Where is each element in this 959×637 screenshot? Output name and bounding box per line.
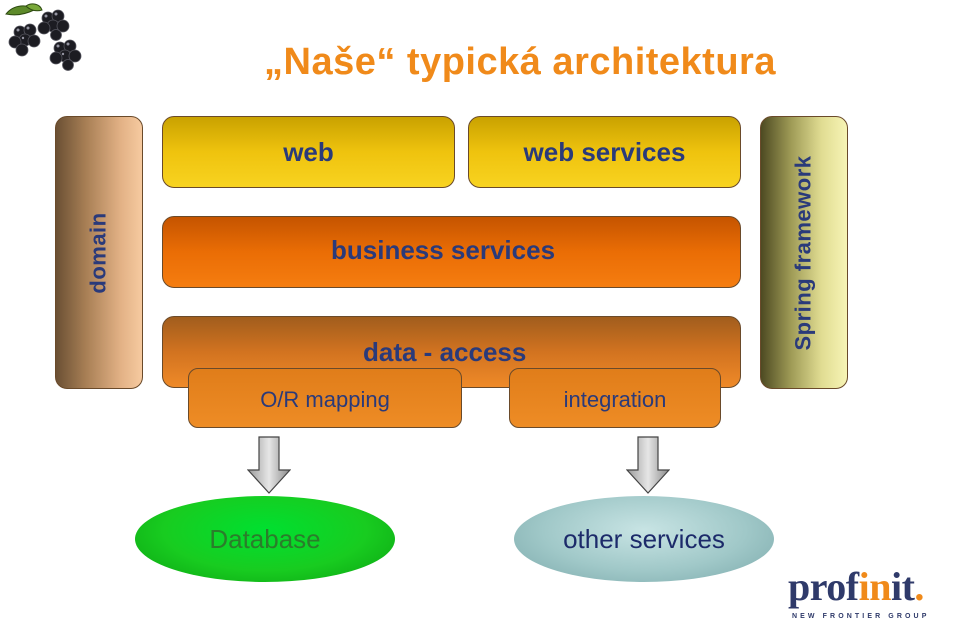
spring-framework-layer: Spring framework <box>760 116 848 389</box>
spring-framework-label: Spring framework <box>791 154 817 351</box>
business-services-label: business services <box>331 234 556 265</box>
web-layer: web <box>162 116 455 188</box>
web-label: web <box>283 137 334 167</box>
integration-label: integration <box>563 387 667 412</box>
web-services-layer: web services <box>468 116 741 188</box>
blackberry-logo-icon <box>5 3 82 71</box>
database-label: Database <box>209 523 321 554</box>
or-mapping-box: O/R mapping <box>188 368 462 428</box>
profinit-tagline: NEW FRONTIER GROUP <box>792 613 930 620</box>
data-access-label: data - access <box>363 337 527 367</box>
down-arrow-icon <box>626 436 670 494</box>
page-title: „Naše“ typická architektura <box>264 41 776 83</box>
database-node: Database <box>135 496 395 582</box>
other-services-label: other services <box>563 523 725 554</box>
web-services-label: web services <box>523 137 686 167</box>
domain-label: domain <box>85 211 111 294</box>
business-services-layer: business services <box>162 216 741 288</box>
or-mapping-label: O/R mapping <box>260 387 390 412</box>
domain-layer: domain <box>55 116 143 389</box>
other-services-node: other services <box>514 496 774 582</box>
integration-box: integration <box>509 368 721 428</box>
profinit-logo: profinit. NEW FRONTIER GROUP <box>788 565 953 627</box>
down-arrow-icon <box>247 436 291 494</box>
profinit-wordmark: profinit. <box>788 564 924 609</box>
